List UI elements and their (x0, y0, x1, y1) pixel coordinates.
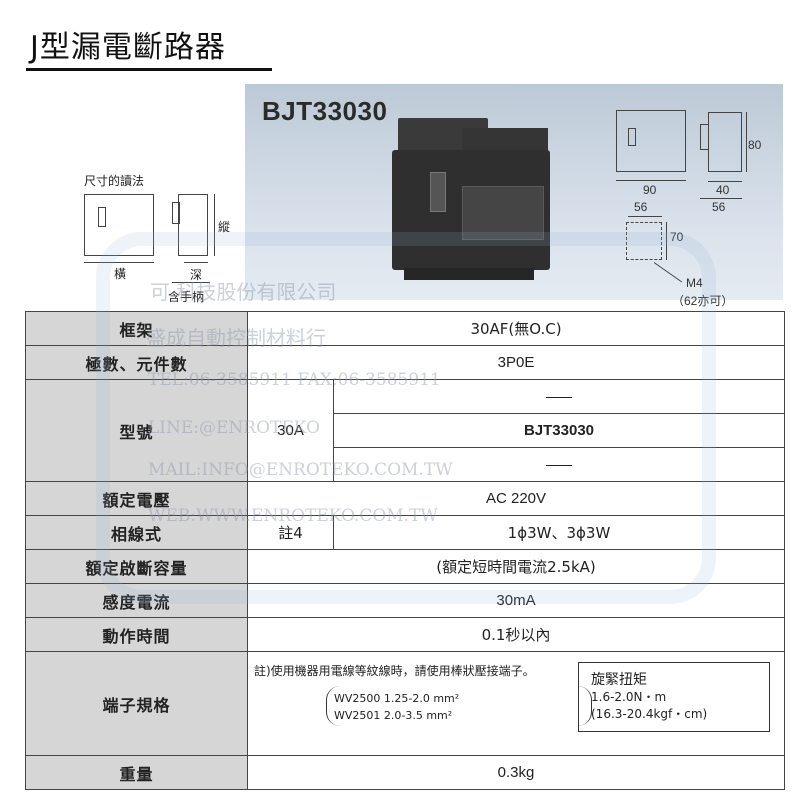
table-row-model: 30A BJT33030 (26, 413, 785, 448)
product-model-code: BJT33030 (262, 96, 388, 126)
phase-note: 註4 (247, 515, 334, 550)
legend-side-outline (178, 194, 208, 256)
title-underline (26, 68, 272, 71)
breaker-base (404, 268, 534, 280)
phase-label: 相線式 (25, 515, 248, 550)
mount-height-line (666, 222, 667, 260)
torque-value-nm: 1.6-2.0N・m (591, 690, 667, 704)
mount-width-line (628, 216, 662, 217)
model-current-cell-top (247, 379, 334, 414)
watermark-email: MAIL:INFO@ENROTEKO.COM.TW (148, 460, 453, 480)
watermark-frame (96, 232, 716, 604)
watermark-phone: TEL:06-3585911 FAX:06-3585911 (148, 370, 441, 390)
breaker-nameplate (462, 186, 544, 240)
width-dimension-line (616, 180, 686, 181)
watermark-line-id: LINE:@ENROTEKO (148, 418, 320, 438)
page-title: J型漏電斷路器 (30, 30, 226, 65)
screw-size-label: M4 (686, 276, 703, 290)
operating-time-label: 動作時間 (25, 617, 248, 652)
weight-value: 0.3kg (247, 755, 785, 790)
legend-front-toggle (98, 207, 106, 227)
terminal-spec-label: 端子規格 (25, 651, 248, 756)
watermark-website: WEB:WWW.ENROTEKO.COM.TW (148, 506, 438, 526)
weight-label: 重量 (25, 755, 248, 790)
height-dimension-value: 80 (748, 138, 762, 152)
table-row-terminal: 端子規格 註)使用機器用電線等紋線時，請使用棒狀壓接端子。 WV2500 1.2… (25, 651, 785, 756)
voltage-label: 額定電壓 (25, 481, 248, 516)
front-view-toggle (628, 128, 636, 146)
legend-side-handle (172, 202, 180, 224)
legend-handle-line (172, 282, 210, 283)
watermark-company: 可 科技股份有限公司 (150, 280, 337, 304)
side-view-outline (708, 112, 742, 172)
height-dimension-line (746, 112, 747, 172)
table-row-frame: 框架 30AF(無O.C) (25, 311, 785, 346)
torque-title: 旋緊扭矩 (591, 672, 647, 688)
table-row-weight: 重量 0.3kg (25, 755, 785, 790)
dash-mark (546, 464, 572, 466)
poles-label: 極數、元件數 (25, 345, 248, 380)
depth-dimension-value-b: 56 (712, 200, 726, 214)
legend-height-line (214, 194, 215, 256)
side-view-handle (700, 124, 709, 150)
legend-depth-label: 深 (190, 268, 203, 282)
wire-spec-2: WV2501 2.0-3.5 mm² (334, 709, 453, 722)
terminal-spec-cell: 註)使用機器用電線等紋線時，請使用棒狀壓接端子。 WV2500 1.25-2.0… (247, 651, 785, 756)
wire-spec-list: WV2500 1.25-2.0 mm² WV2501 2.0-3.5 mm² (334, 690, 459, 724)
mount-hole-pattern (626, 222, 662, 260)
screw-size-note: （62亦可） (672, 294, 734, 308)
breaker-toggle-switch (430, 172, 446, 212)
table-row-time: 動作時間 0.1秒以內 (25, 617, 785, 652)
terminal-note: 註)使用機器用電線等紋線時，請使用棒狀壓接端子。 (254, 664, 535, 678)
legend-height-label: 縱 (218, 220, 231, 234)
wire-bracket-left (326, 686, 340, 726)
operating-time-value: 0.1秒以內 (247, 617, 785, 652)
table-row-model-top: 型號 (25, 379, 785, 482)
table-row-voltage: 額定電壓 AC 220V (25, 481, 785, 516)
width-dimension-value: 90 (643, 183, 657, 197)
torque-box: 旋緊扭矩 1.6-2.0N・m (16.3-20.4kgf・cm) (578, 662, 770, 732)
wire-bracket-right (578, 686, 592, 726)
watermark-store: 盛成自動控制材料行 (146, 326, 326, 350)
dimension-legend-heading: 尺寸的讀法 (84, 174, 145, 188)
breaker-terminal-block-rear (462, 128, 548, 154)
depth-with-handle-line (700, 198, 742, 199)
torque-value-kgf: (16.3-20.4kgf・cm) (591, 707, 708, 721)
legend-depth-line (184, 262, 208, 263)
model-value: BJT33030 (333, 413, 785, 448)
dash-mark (546, 396, 572, 398)
depth-dimension-value-a: 40 (716, 183, 730, 197)
legend-with-handle-label: 含手柄 (168, 290, 205, 304)
front-view-outline (616, 110, 686, 172)
wire-spec-1: WV2500 1.25-2.0 mm² (334, 692, 460, 705)
voltage-value: AC 220V (247, 481, 785, 516)
model-label: 型號 (25, 379, 248, 482)
mount-width-value: 56 (634, 200, 648, 214)
model-current: 30A (247, 413, 334, 448)
depth-dimension-line (708, 181, 742, 182)
